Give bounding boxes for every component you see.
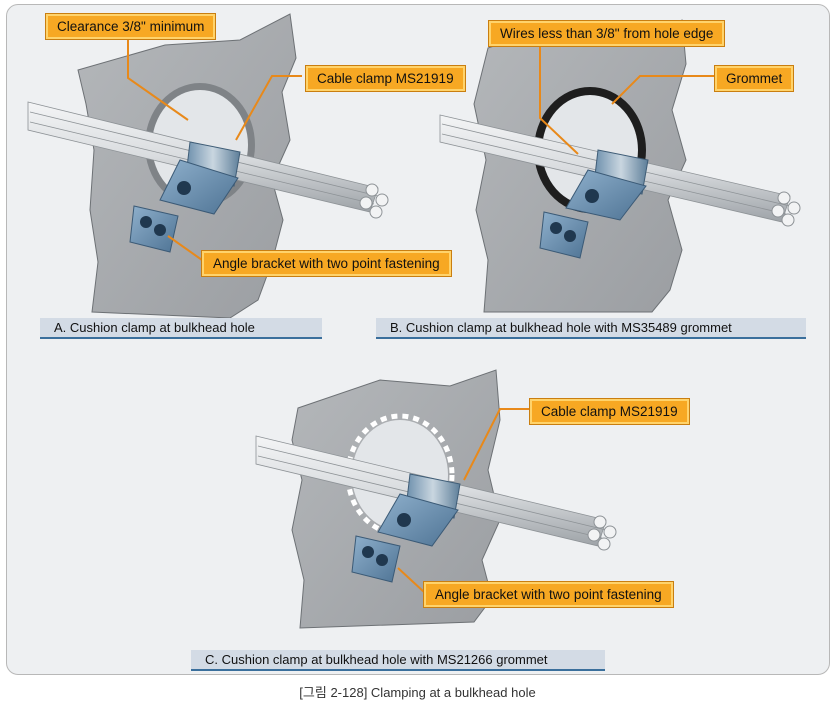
callout-wires-less: Wires less than 3/8" from hole edge [489,21,725,46]
figure-caption: [그림 2-128] Clamping at a bulkhead hole [299,685,536,700]
leader-lines [127,34,714,593]
panel-b-drawing [439,19,801,313]
panel-a-drawing [27,13,389,319]
panel-c-drawing [255,369,617,629]
callout-cable-clamp-a: Cable clamp MS21919 [306,66,465,91]
panel-c-label: C. Cushion clamp at bulkhead hole with M… [191,650,605,671]
panel-b-label: B. Cushion clamp at bulkhead hole with M… [376,318,806,339]
callout-angle-bracket-a: Angle bracket with two point fastening [202,251,451,276]
callout-cable-clamp-c: Cable clamp MS21919 [530,399,689,424]
callout-angle-bracket-c: Angle bracket with two point fastening [424,582,673,607]
panel-a-label: A. Cushion clamp at bulkhead hole [40,318,322,339]
callout-clearance: Clearance 3/8" minimum [46,14,216,39]
callout-grommet: Grommet [715,66,794,91]
